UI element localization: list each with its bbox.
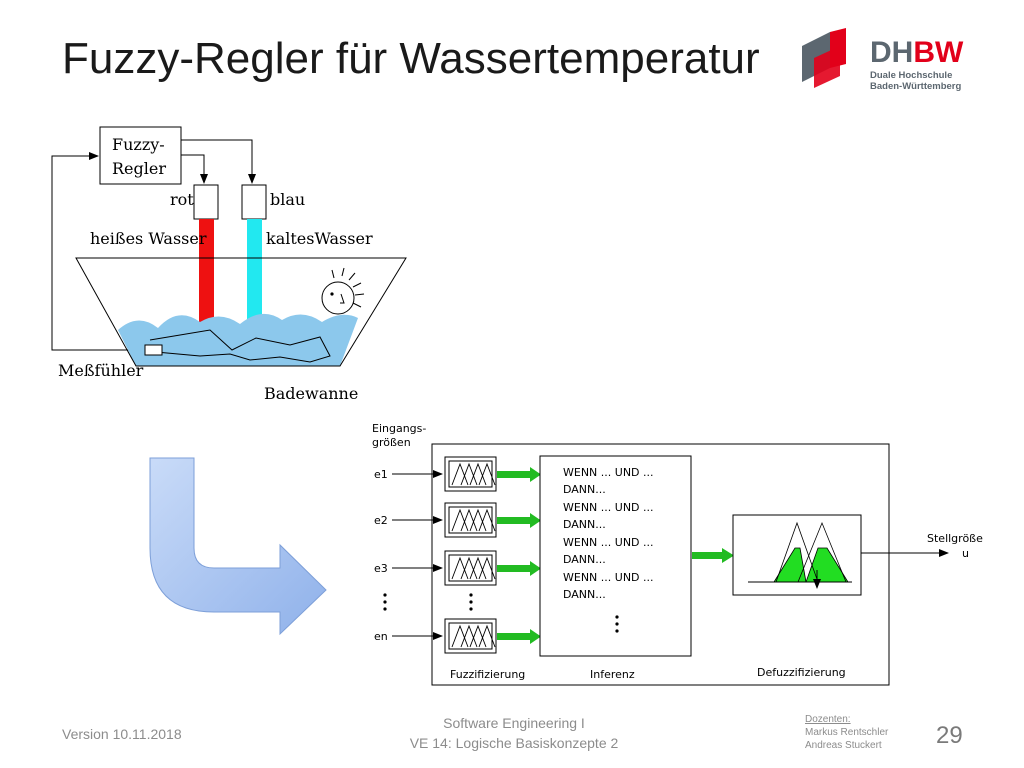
- defuzz-outline-1: [775, 521, 819, 583]
- person-hair-6: [352, 302, 362, 308]
- footer-lecturers: Dozenten: Markus Rentschler Andreas Stuc…: [805, 713, 888, 752]
- fuzzification-box: [444, 502, 497, 538]
- person-hair-3: [348, 272, 356, 281]
- person-hair-1: [331, 269, 335, 279]
- footer-course-2: VE 14: Logische Basiskonzepte 2: [409, 735, 619, 751]
- green-arrow-shaft: [497, 471, 530, 478]
- output-label-2: u: [962, 547, 969, 560]
- fuzzification-boxes: [444, 456, 497, 654]
- transition-arrow: [149, 457, 327, 636]
- rule-line-2: DANN...: [563, 483, 606, 496]
- bathtub: [75, 257, 407, 367]
- footer-version: Version 10.11.2018: [62, 726, 182, 742]
- rule-line-6: DANN...: [563, 553, 606, 566]
- rule-dot-2: [615, 622, 619, 626]
- slide-title: Fuzzy-Regler für Wassertemperatur: [62, 34, 760, 83]
- rule-line-4: DANN...: [563, 518, 606, 531]
- green-arrow-head: [530, 513, 541, 528]
- green-arrow-shaft: [497, 633, 530, 640]
- input-e1: e1: [374, 468, 388, 481]
- lecturer-1: Markus Rentschler: [805, 727, 889, 738]
- lecturers-label: Dozenten:: [805, 714, 851, 725]
- rule-line-7: WENN ... UND ...: [563, 571, 654, 584]
- fuzzification-box: [444, 550, 497, 586]
- person-hair-2: [341, 267, 345, 277]
- controller-label-1: Fuzzy-: [112, 135, 165, 154]
- green-arrow-head: [530, 467, 541, 482]
- logo-wordmark: DHBW: [870, 36, 964, 69]
- controller-label-2: Regler: [112, 159, 166, 178]
- green-arrow-shaft: [497, 517, 530, 524]
- person-eye: [330, 292, 334, 296]
- stage-fuzzification: Fuzzifizierung: [450, 668, 525, 681]
- tub-label: Badewanne: [264, 384, 358, 403]
- inference-arrow-head: [722, 548, 734, 563]
- valve-red: [193, 184, 219, 220]
- hot-water-label: heißes Wasser: [90, 229, 207, 248]
- fuzz-to-inference-arrows: [497, 467, 541, 644]
- person-figure: [149, 329, 331, 363]
- green-arrow-shaft: [497, 565, 530, 572]
- green-arrow-head: [530, 629, 541, 644]
- inputs-group: e1 e2 e3 en: [374, 468, 443, 643]
- rule-line-8: DANN...: [563, 588, 606, 601]
- inference-arrow-shaft: [692, 552, 722, 559]
- hot-water-stream: [199, 219, 214, 331]
- rule-dot-3: [615, 629, 619, 633]
- rule-line-1: WENN ... UND ...: [563, 466, 654, 479]
- logo-line-2: Baden-Württemberg: [870, 81, 962, 92]
- green-arrow-head: [530, 561, 541, 576]
- person-hair-4: [352, 282, 362, 288]
- rule-dot-1: [615, 615, 619, 619]
- sensor-box: [144, 344, 163, 356]
- input-dot-3: [383, 607, 387, 611]
- inputs-title-2: größen: [372, 436, 411, 449]
- fuzz-dot-3: [469, 607, 473, 611]
- valve-blue: [241, 184, 267, 220]
- rule-line-5: WENN ... UND ...: [563, 536, 654, 549]
- person-head: [321, 281, 355, 315]
- stage-defuzzification: Defuzzifizierung: [757, 666, 846, 679]
- stage-inference: Inferenz: [590, 668, 635, 681]
- input-en: en: [374, 630, 388, 643]
- input-e3: e3: [374, 562, 388, 575]
- signal-red: [181, 154, 208, 184]
- logo-line-1: Duale Hochschule: [870, 70, 953, 81]
- feedback-line: [51, 152, 148, 351]
- inference-box: [539, 455, 692, 657]
- person-mouth: [340, 293, 345, 304]
- fuzz-dot-1: [469, 593, 473, 597]
- input-dot-1: [383, 593, 387, 597]
- person-hair-5: [354, 293, 365, 296]
- input-dot-2: [383, 600, 387, 604]
- inputs-title-1: Eingangs-: [372, 422, 426, 435]
- input-e2: e2: [374, 514, 388, 527]
- bath-water: [118, 313, 358, 366]
- cold-water-label: kaltesWasser: [266, 229, 373, 248]
- rules-list: WENN ... UND ... DANN... WENN ... UND ..…: [563, 466, 654, 633]
- sensor-label: Meßfühler: [58, 361, 144, 380]
- rule-line-3: WENN ... UND ...: [563, 501, 654, 514]
- page-number: 29: [936, 722, 963, 749]
- output-label-1: Stellgröße: [927, 532, 983, 545]
- footer-course-1: Software Engineering I: [443, 715, 585, 731]
- fuzzification-box: [444, 618, 497, 654]
- lecturer-2: Andreas Stuckert: [805, 740, 882, 751]
- fuzzification-box: [444, 456, 497, 492]
- defuzz-outline-2: [797, 521, 847, 583]
- dhbw-logo: [802, 28, 846, 88]
- cold-water-stream: [247, 219, 262, 325]
- valve-red-label: rot: [170, 190, 194, 209]
- fuzz-dot-2: [469, 600, 473, 604]
- signal-blue: [181, 139, 256, 184]
- valve-blue-label: blau: [270, 190, 305, 209]
